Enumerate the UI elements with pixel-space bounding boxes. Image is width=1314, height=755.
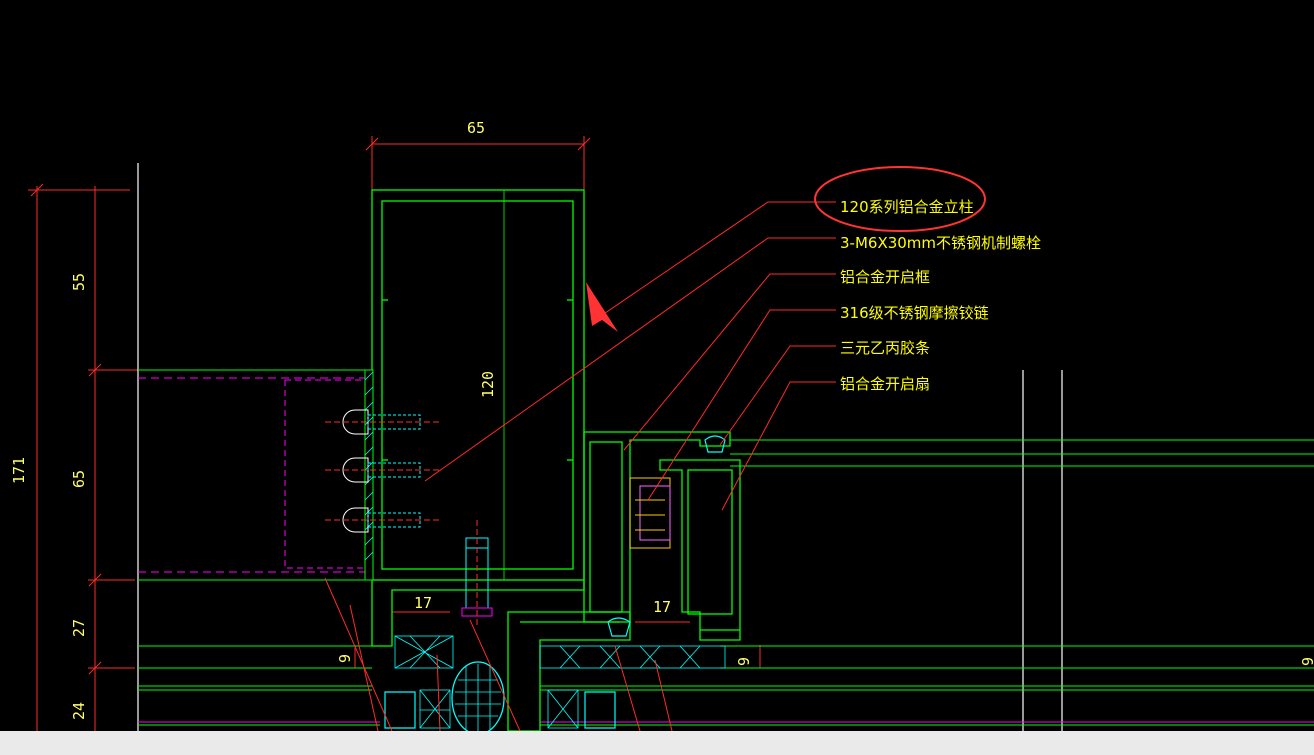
highlight-ellipse	[814, 166, 986, 232]
label-opening-frame: 铝合金开启框	[840, 268, 930, 286]
mullion-profile	[371, 189, 585, 647]
dim-edge-far: 9	[1299, 657, 1314, 666]
dim-edge-left: 9	[336, 654, 354, 663]
bolt-1	[325, 409, 440, 435]
dim-gap-left: 17	[414, 594, 432, 612]
label-mullion: 120系列铝合金立柱	[840, 198, 974, 216]
bolt-vertical	[461, 520, 493, 625]
dimension-texts: 65 171 55 65 27 24 120 17 17 9 9 9	[10, 119, 1314, 720]
dim-seg-top: 55	[70, 273, 88, 291]
dim-edge-right: 9	[735, 657, 753, 666]
hatched-blocks	[394, 635, 726, 729]
opening-sash	[659, 459, 741, 641]
callout-labels: 120系列铝合金立柱 3-M6X30mm不锈钢机制螺栓 铝合金开启框 316级不…	[840, 198, 1041, 393]
dim-top-width: 65	[467, 119, 485, 137]
label-opening-sash: 铝合金开启扇	[840, 375, 930, 393]
leader-arrowhead	[586, 282, 618, 332]
bolt-3	[325, 507, 440, 533]
dim-seg-mid: 65	[70, 470, 88, 488]
dim-seg-low: 27	[70, 619, 88, 637]
magenta-glass-lines	[138, 377, 1314, 723]
dim-seg-bottom: 24	[70, 702, 88, 720]
gaskets	[384, 435, 726, 729]
label-friction-hinge: 316级不锈钢摩擦铰链	[840, 304, 989, 322]
dim-total-height: 171	[10, 457, 28, 484]
label-epdm-gasket: 三元乙丙胶条	[840, 339, 930, 357]
dim-mullion-depth: 120	[479, 371, 497, 398]
bolts	[325, 409, 493, 625]
label-bolts: 3-M6X30mm不锈钢机制螺栓	[840, 234, 1041, 252]
leader-lines	[324, 201, 836, 732]
transom-band	[138, 369, 1314, 726]
dim-gap-right: 17	[653, 598, 671, 616]
bolt-2	[325, 457, 440, 483]
left-frame-lines	[137, 163, 1063, 731]
bottom-status-strip	[0, 731, 1314, 755]
foam-rod	[451, 661, 505, 735]
friction-hinge	[629, 477, 671, 549]
insulation-strip	[364, 369, 374, 581]
